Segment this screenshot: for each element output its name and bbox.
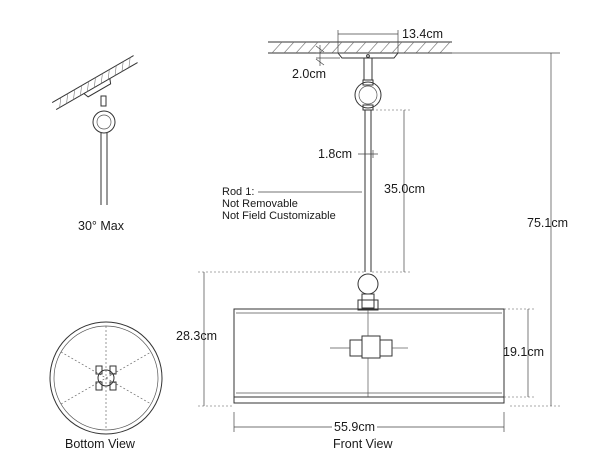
hanging-loop	[354, 57, 382, 111]
rod-note-line-3: Not Field Customizable	[222, 210, 336, 222]
width-label: 55.9cm	[332, 420, 377, 434]
rod	[364, 110, 372, 272]
rod-diameter-dimension	[358, 150, 378, 158]
canopy-width-label: 13.4cm	[402, 27, 443, 41]
overall-height-dimension	[398, 52, 560, 407]
rod-diameter-label: 1.8cm	[318, 147, 353, 161]
bottom-view	[49, 321, 163, 435]
shade-height-label: 19.1cm	[503, 345, 544, 359]
canopy	[337, 52, 399, 59]
rod-note-line-2: Not Removable	[222, 198, 298, 210]
front-view-label: Front View	[333, 437, 393, 451]
canopy-width-dimension	[337, 30, 399, 53]
bottom-view-label: Bottom View	[65, 437, 135, 451]
canopy-height-dimension	[315, 45, 340, 66]
rod-note-line-1: Rod 1:	[222, 186, 255, 198]
slope-label: 30° Max	[78, 219, 124, 233]
rod-length-dimension	[372, 109, 410, 273]
overall-height-label: 75.1cm	[527, 216, 568, 230]
shade-height-dimension	[504, 308, 536, 398]
sloped-ceiling-view	[51, 55, 138, 205]
fixture-height-label: 28.3cm	[176, 329, 217, 343]
socket-cluster	[330, 310, 408, 397]
ball-connector	[357, 273, 379, 311]
shade-front	[233, 308, 505, 404]
canopy-height-label: 2.0cm	[292, 67, 327, 81]
fixture-height-dimension	[198, 271, 364, 407]
ceiling	[268, 41, 452, 54]
rod-length-label: 35.0cm	[384, 182, 425, 196]
